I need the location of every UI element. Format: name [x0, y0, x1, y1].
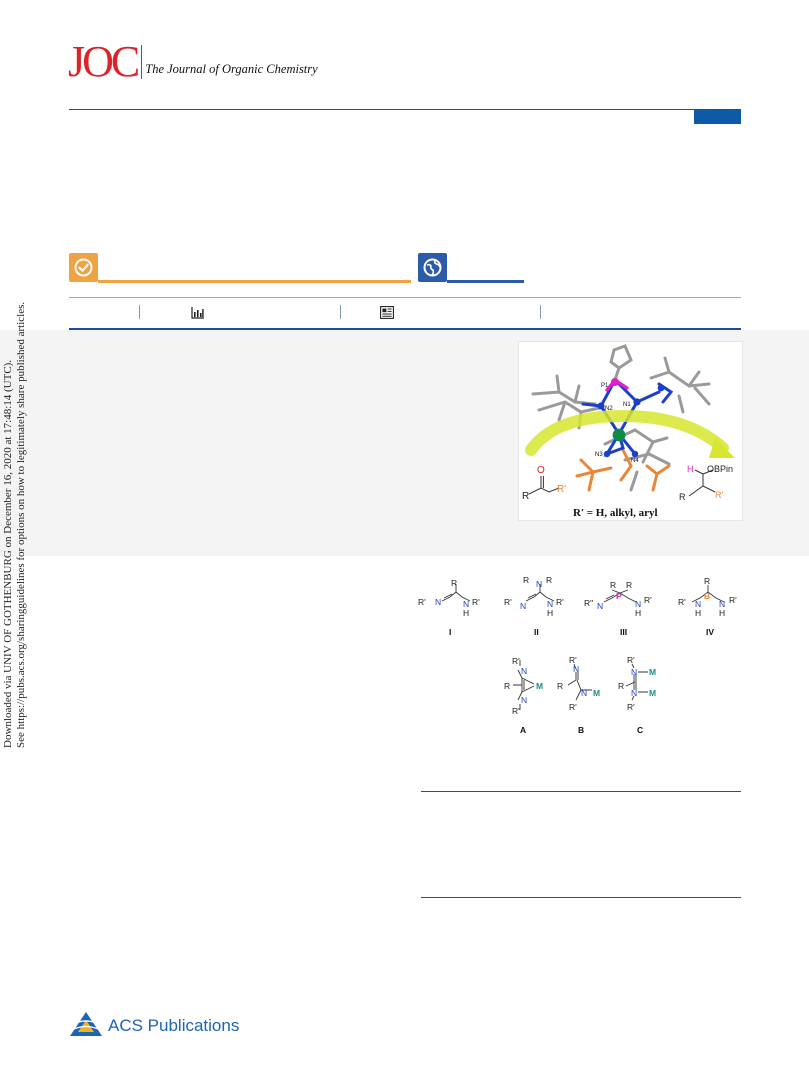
structure-label-A: A — [520, 725, 526, 735]
s2-rprime-left: R' — [504, 597, 512, 607]
sA-n-bottom: N — [521, 695, 527, 705]
s1-n-left: N — [435, 597, 441, 607]
sB-rprime-top: R' — [569, 655, 577, 665]
sA-n-top: N — [521, 666, 527, 676]
journal-name: The Journal of Organic Chemistry — [145, 62, 318, 76]
s2-n-top: N — [536, 579, 542, 589]
metrics-top-rule — [69, 297, 741, 298]
s2-r-right: R — [546, 576, 552, 585]
sB-m: M — [593, 688, 600, 698]
s4-rprime-right: R' — [729, 595, 737, 605]
s4-n-right: N — [719, 599, 725, 609]
acs-publications-label: ACS Publications — [108, 1016, 240, 1035]
sC-rprime-top: R' — [627, 655, 635, 665]
structure-label-B: B — [578, 725, 584, 735]
product-rprime: R' — [715, 490, 723, 500]
s2-h: H — [547, 608, 553, 618]
logo-divider — [141, 45, 143, 79]
structure-label-I: I — [449, 627, 451, 637]
reactant-rprime: R' — [557, 484, 566, 495]
s4-rprime-left: R' — [678, 597, 686, 607]
sA-m: M — [536, 681, 543, 691]
sC-n-bottom: N — [631, 688, 637, 698]
article-type-tab — [694, 110, 741, 124]
toc-caption: R′ = H, alkyl, aryl — [573, 507, 658, 519]
product-obpin: OBPin — [707, 464, 733, 474]
s2-rprime-right: R' — [556, 597, 564, 607]
atom-label: N4 — [631, 458, 639, 464]
structure-label-C: C — [637, 725, 643, 735]
metrics-separator — [139, 305, 140, 319]
s3-n-left: N — [597, 601, 603, 611]
s2-n-left: N — [520, 601, 526, 611]
toc-graphic: P1 N2 N1 N3 N4 R O R' H OBPin R R' R′ = … — [518, 341, 743, 521]
s1-rprime-right: R' — [472, 597, 480, 607]
access-status-bar — [98, 280, 411, 283]
s3-rprime-right: R' — [644, 595, 652, 605]
acs-triangle-logo-icon — [68, 1010, 104, 1043]
metrics-bottom-rule — [69, 328, 741, 330]
sB-rprime-bottom: R' — [569, 702, 577, 712]
globe-icon — [418, 253, 447, 282]
watermark-line-2: See https://pubs.acs.org/sharingguidelin… — [15, 301, 27, 748]
sA-r: R — [504, 681, 510, 691]
atom-label: N3 — [595, 452, 603, 458]
checkmark-circle-icon — [69, 253, 98, 282]
sC-m-top: M — [649, 667, 656, 677]
metrics-separator — [540, 305, 541, 319]
sB-r: R — [557, 681, 563, 691]
s1-rprime-left: R' — [418, 597, 426, 607]
s1-h: H — [463, 608, 469, 618]
newspaper-icon[interactable] — [380, 306, 394, 319]
sC-n-top: N — [631, 667, 637, 677]
s3-r-left: R — [610, 580, 616, 590]
s3-p: P — [616, 591, 622, 601]
journal-logo[interactable]: JOC The Journal of Organic Chemistry — [68, 37, 318, 86]
sC-m-bottom: M — [649, 688, 656, 698]
s4-r: R — [704, 576, 710, 586]
ligand-structures-figure: R R' N N H R' I R N R R' N N H R' II R R… — [416, 575, 742, 740]
product-r: R — [679, 492, 686, 502]
atom-label: P1 — [601, 383, 609, 389]
atom-label: N2 — [605, 406, 613, 412]
watermark-line-1: Downloaded via UNIV OF GOTHENBURG on Dec… — [2, 359, 14, 748]
column-rule-bottom — [421, 897, 741, 898]
s3-r-right: R — [626, 580, 632, 590]
sC-rprime-bottom: R' — [627, 702, 635, 712]
header-rule — [69, 109, 741, 110]
s1-n-right: N — [463, 599, 469, 609]
reactant-o: O — [537, 465, 545, 476]
structure-label-IV: IV — [706, 627, 714, 637]
column-rule-top — [421, 791, 741, 792]
atom-label: N1 — [623, 402, 631, 408]
s4-b: B — [704, 591, 710, 601]
s4-h-left: H — [695, 608, 701, 618]
sB-n-top: N — [573, 664, 579, 674]
s2-n-right: N — [547, 599, 553, 609]
sC-r: R — [618, 681, 624, 691]
open-access-bar — [447, 280, 524, 283]
metrics-separator — [340, 305, 341, 319]
sA-rprime-top: R' — [512, 656, 520, 666]
s2-r-left: R — [523, 576, 529, 585]
s3-h: H — [635, 608, 641, 618]
s4-n-left: N — [695, 599, 701, 609]
s1-r: R — [451, 578, 457, 588]
reactant-r: R — [522, 491, 529, 502]
product-h: H — [687, 464, 694, 474]
joc-logo-mark: JOC — [68, 37, 140, 86]
structure-label-III: III — [620, 627, 627, 637]
s3-rdouble-left: R'' — [584, 598, 594, 608]
s4-h-right: H — [719, 608, 725, 618]
download-watermark: Downloaded via UNIV OF GOTHENBURG on Dec… — [2, 302, 28, 748]
sA-rprime-bottom: R' — [512, 706, 520, 716]
s3-n-right: N — [635, 599, 641, 609]
acs-publications-logo[interactable]: ACS Publications — [68, 1011, 239, 1041]
structure-label-II: II — [534, 627, 539, 637]
sB-n-bottom: N — [581, 688, 587, 698]
bar-chart-icon[interactable] — [191, 307, 205, 319]
